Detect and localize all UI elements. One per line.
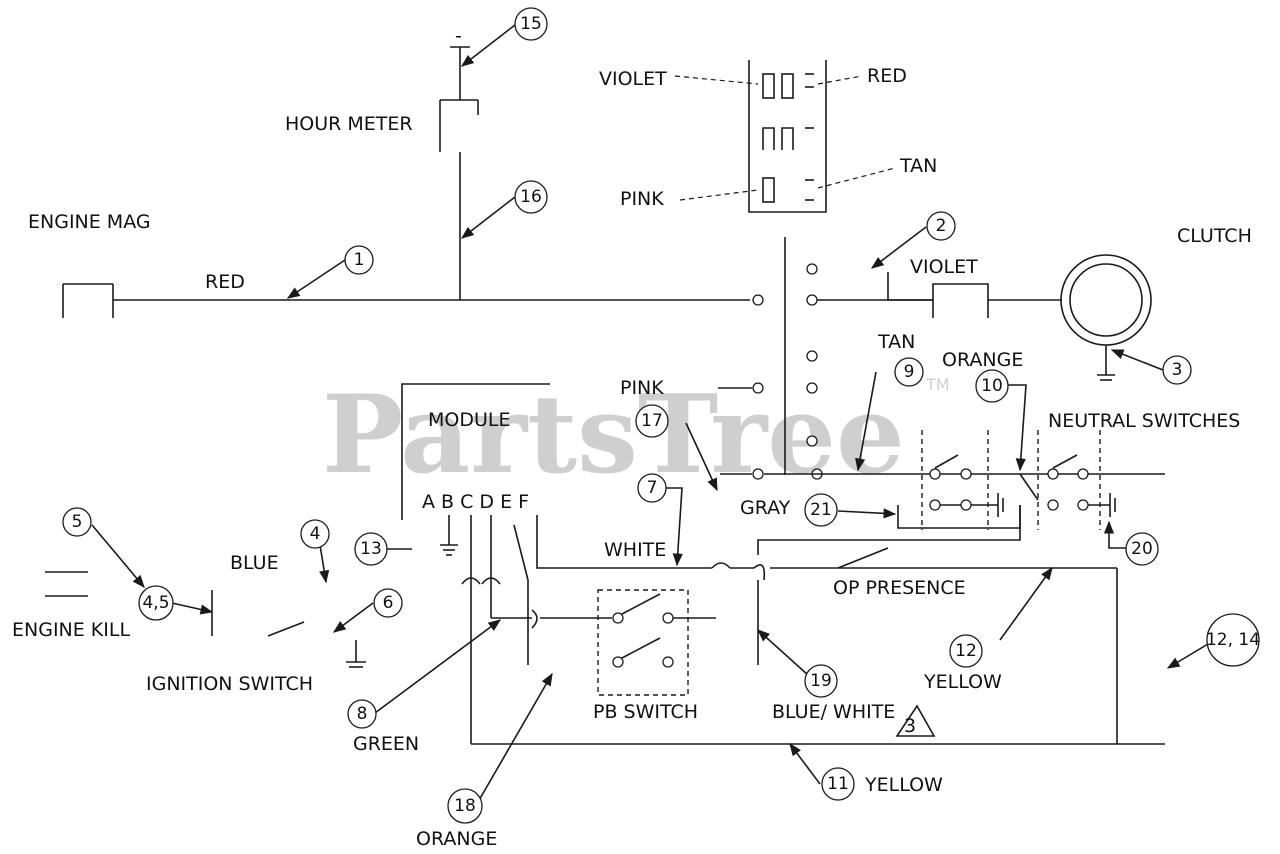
callout-16: 16 [514,180,548,214]
blue-wire-label: BLUE [230,552,279,574]
blue-white-label: BLUE/ WHITE [772,701,895,723]
top-connector [748,60,827,213]
engine-kill-symbol [45,571,88,597]
callout-20: 20 [1125,532,1159,566]
callout-8: 8 [347,699,377,729]
clutch-label: CLUTCH [1177,225,1252,247]
white-wire-label: WHITE [604,539,666,561]
yellow-wire-12-label: YELLOW [923,671,1002,693]
engine-mag-terminal [62,283,114,318]
connector-pink-label: PINK [620,188,664,210]
hour-meter: - [439,25,479,152]
neutral-switches-label: NEUTRAL SWITCHES [1048,410,1240,432]
svg-text:21: 21 [810,500,832,520]
callout-11: 11 [821,767,855,801]
callout-5: 5 [62,507,92,537]
svg-text:2: 2 [936,216,947,236]
svg-text:12: 12 [955,641,977,661]
svg-text:10: 10 [981,376,1003,396]
svg-text:12, 14: 12, 14 [1206,630,1260,650]
orange-wire-18-label: ORANGE [416,828,497,850]
module-pins-label: A B C D E F [422,491,529,513]
callout-12-14: 12, 14 [1206,613,1260,667]
note-3-text: 3 [904,715,916,737]
svg-text:13: 13 [360,539,382,559]
gray-wire-label: GRAY [740,497,791,519]
connector-tan-label: TAN [899,155,937,177]
pb-switch [597,589,716,696]
svg-text:4,5: 4,5 [142,593,169,613]
callout-4: 4 [300,519,330,549]
svg-text:17: 17 [641,411,663,431]
green-wire-label: GREEN [353,733,419,755]
svg-text:16: 16 [520,187,542,207]
pink-wire-label: PINK [620,377,664,399]
callout-7: 7 [637,473,667,503]
watermark-tm: TM [925,375,950,394]
connector-red-label: RED [867,65,907,87]
svg-text:3: 3 [1172,360,1183,380]
engine-mag-label: ENGINE MAG [28,211,151,233]
pb-switch-label: PB SWITCH [593,701,698,723]
module-pin-wires [440,515,1165,745]
op-presence-label: OP PRESENCE [833,577,966,599]
callout-10: 10 [975,369,1009,403]
callout-18: 18 [447,788,483,824]
hour-meter-label: HOUR METER [285,113,413,135]
callout-19: 19 [804,664,838,698]
callout-21: 21 [804,493,838,527]
svg-text:19: 19 [810,671,832,691]
watermark: PartsTree [322,372,905,498]
svg-text:9: 9 [904,362,915,382]
svg-text:18: 18 [454,796,476,816]
svg-text:6: 6 [383,593,394,613]
callout-3: 3 [1162,355,1192,385]
op-presence-switch [757,505,1021,569]
wire-red-label: RED [205,271,245,293]
callout-13: 13 [354,532,388,566]
svg-text:11: 11 [827,774,849,794]
engine-kill-label: ENGINE KILL [12,619,130,641]
clutch-coil [887,254,1152,381]
orange-wire-label: ORANGE [942,349,1023,371]
callout-9: 9 [894,357,924,387]
tan-wire-label: TAN [877,331,915,353]
callout-4-5: 4,5 [138,585,174,621]
neutral-switch-contacts [897,430,1116,530]
svg-text:15: 15 [520,14,542,34]
callout-1: 1 [344,245,374,275]
callout-leaders [91,24,1209,803]
callout-15: 15 [514,7,548,41]
hour-meter-minus: - [455,25,462,47]
connector-violet-label: VIOLET [599,68,667,90]
svg-text:1: 1 [354,250,365,270]
yellow-wire-11-label: YELLOW [864,774,943,796]
svg-text:20: 20 [1131,539,1153,559]
svg-text:7: 7 [647,478,658,498]
clutch-violet-label: VIOLET [910,256,978,278]
ignition-switch-label: IGNITION SWITCH [146,673,313,695]
ignition-switch-symbol [211,590,366,668]
callout-6: 6 [373,588,403,618]
svg-text:4: 4 [310,524,321,544]
callout-2: 2 [926,211,956,241]
module-label: MODULE [428,409,510,431]
callout-12: 12 [949,634,983,668]
note-3-triangle [895,704,936,737]
callout-17: 17 [635,404,669,438]
svg-text:8: 8 [357,704,368,724]
svg-text:5: 5 [72,512,83,532]
